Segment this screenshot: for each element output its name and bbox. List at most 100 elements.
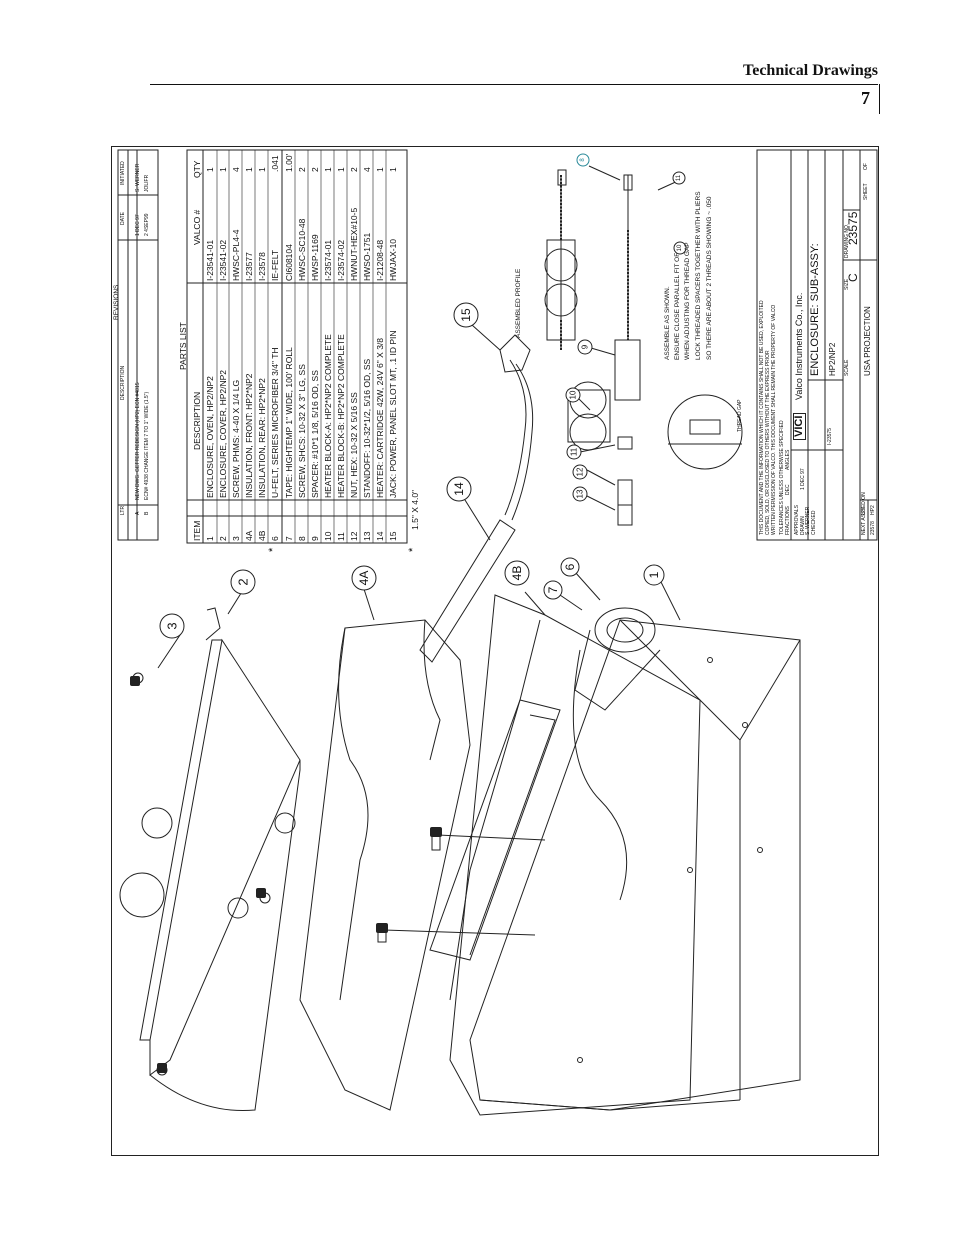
parts-row-item: 6: [270, 536, 280, 541]
used-on-label: USED ON: [861, 492, 867, 515]
drawing-subtitle: HP2/NP2: [828, 342, 837, 376]
callout-balloon-15: [453, 302, 479, 328]
used-on-value: HP2: [870, 505, 876, 515]
parts-row-qty: 1: [205, 167, 215, 172]
callout-11b: 11: [676, 174, 682, 181]
callout-6: 6: [563, 563, 577, 570]
callout-balloon-6: [560, 557, 580, 577]
parts-row-qty: 4: [231, 167, 241, 172]
parts-row-description: TAPE: HIGHTEMP 1" WIDE, 100' ROLL: [284, 347, 294, 498]
callout-balloon-1: [643, 564, 665, 586]
parts-row-valco: I-23574-01: [323, 239, 333, 281]
revision-row-initiated: S. WERNER: [135, 163, 141, 192]
revision-row-initiated: JOLIFR: [144, 174, 150, 192]
revision-row-date: 2 4SEP99: [144, 213, 150, 236]
parts-row-item: 14: [375, 531, 385, 541]
callout-12: 12: [576, 467, 585, 476]
parts-row-description: NUT, HEX: 10-32 X 5/16 SS: [349, 392, 359, 498]
callout-balloon-11b: [672, 171, 686, 185]
parts-row-item: 2: [218, 536, 228, 541]
of-label: OF: [863, 163, 869, 170]
parts-row-description: INSULATION, REAR: HP2*NP2: [257, 378, 267, 498]
parts-row-valco: HWSO-1751: [362, 232, 372, 281]
parts-row-item: 15: [388, 531, 398, 541]
parts-row-qty: 1: [336, 167, 346, 172]
callout-13: 13: [576, 489, 585, 498]
parts-row-valco: HWSC-SC10-48: [297, 218, 307, 281]
parts-row-item: 8: [297, 536, 307, 541]
parts-row-valco: I-23541-01: [205, 239, 215, 281]
section-title: Technical Drawings: [743, 62, 878, 79]
parts-col-header-description: DESCRIPTION: [192, 391, 202, 450]
parts-col-header-item: ITEM: [192, 520, 202, 541]
callout-balloon-11: [566, 444, 582, 460]
parts-row-qty: 2: [349, 167, 359, 172]
parts-row-item: 1: [205, 536, 215, 541]
revisions-col-ltr: LTR: [120, 505, 126, 515]
parts-row-description: SPACER: #10*1 1/8, 5/16 OD, SS: [310, 370, 320, 498]
callout-4b: 4B: [510, 566, 524, 581]
revision-row-date: 1 DEC 97: [135, 214, 141, 236]
parts-row-valco: I-23578: [257, 252, 267, 281]
dec-label: DEC: [785, 484, 791, 495]
callout-11: 11: [570, 447, 579, 456]
page-number: 7: [861, 88, 870, 108]
parts-row-valco: HWSC-PL4-4: [231, 229, 241, 281]
parts-row-description: HEATER BLOCK-B: HP2*NP2 COMPLETE: [336, 334, 346, 498]
note-3: WHEN ADJUSTING FOR THREAD GAP: [684, 242, 691, 360]
fractions-label: FRACTIONS: [785, 506, 791, 535]
parts-row-description: U-FELT, SERIES MICROFIBER 3/4" TH: [270, 347, 280, 498]
parts-row-qty: 1: [218, 167, 228, 172]
drawing-title: ENCLOSURE: SUB-ASSY:: [809, 243, 821, 376]
callout-9: 9: [581, 344, 590, 349]
parts-row-item: 3: [231, 536, 241, 541]
checked-label: CHECKED: [811, 510, 817, 535]
parts-row-qty: 1: [388, 167, 398, 172]
callout-3: 3: [165, 622, 180, 629]
parts-row-description: ENCLOSURE, OVEN, HP2/NP2: [205, 376, 215, 498]
parts-row-description: SCREW, PHMS: 4-40 X 1/4 LG: [231, 379, 241, 498]
parts-row-qty: 1: [323, 167, 333, 172]
footnote-mark-row-6: *: [267, 547, 279, 552]
callout-balloon-9: [577, 339, 593, 355]
assembled-profile-label: ASSEMBLED PROFILE: [515, 268, 522, 338]
parts-row-description: JACK: POWER, PANEL SLOT MT, .1 ID PIN: [388, 330, 398, 498]
revisions-col-initiated: INITIATED: [120, 161, 126, 185]
projection-label: USA PROJECTION: [863, 306, 872, 376]
parts-row-item: 4A: [244, 530, 254, 541]
callout-10: 10: [569, 390, 578, 399]
parts-row-qty: 4: [362, 167, 372, 172]
parts-row-item: 10: [323, 531, 333, 541]
callout-balloon-8: [576, 153, 590, 167]
angles-label: ANGLES: [785, 449, 791, 470]
parts-list-title: PARTS LIST: [178, 322, 188, 370]
revisions-title: REVISIONS: [113, 284, 120, 320]
parts-row-valco: HWNUT-HEX#10-5: [349, 207, 359, 281]
parts-row-valco: CI608104: [284, 244, 294, 281]
revisions-col-description: DESCRIPTION: [120, 365, 126, 400]
callout-7: 7: [546, 586, 560, 593]
header-vertical-rule: [879, 84, 880, 114]
callout-balloon-4a: [351, 565, 377, 591]
parts-row-description: HEATER BLOCK-A: HP2*NP2 COMPLETE: [323, 334, 333, 498]
parts-row-item: 13: [362, 531, 372, 541]
part-number: I-23575: [827, 428, 833, 445]
header-rule: [150, 84, 878, 85]
sheet-label: SHEET: [863, 183, 869, 200]
parts-row-valco: HWJAX-10: [388, 238, 398, 281]
callout-8: 8: [580, 158, 586, 162]
callout-balloon-3: [159, 613, 185, 639]
parts-row-description: SCREW, SHCS: 10-32 X 3" LG, SS: [297, 364, 307, 498]
callout-balloon-13: [572, 486, 588, 502]
callout-15: 15: [459, 308, 473, 322]
callout-2: 2: [236, 578, 251, 585]
size-value: C: [846, 273, 860, 282]
callout-14: 14: [452, 482, 466, 496]
parts-row-qty: 1: [257, 167, 267, 172]
callout-balloon-2: [230, 569, 256, 595]
screw-icons: [130, 676, 442, 1073]
callout-balloon-10: [565, 387, 581, 403]
callout-4a: 4A: [357, 571, 371, 586]
parts-row-qty: .041: [270, 155, 280, 172]
